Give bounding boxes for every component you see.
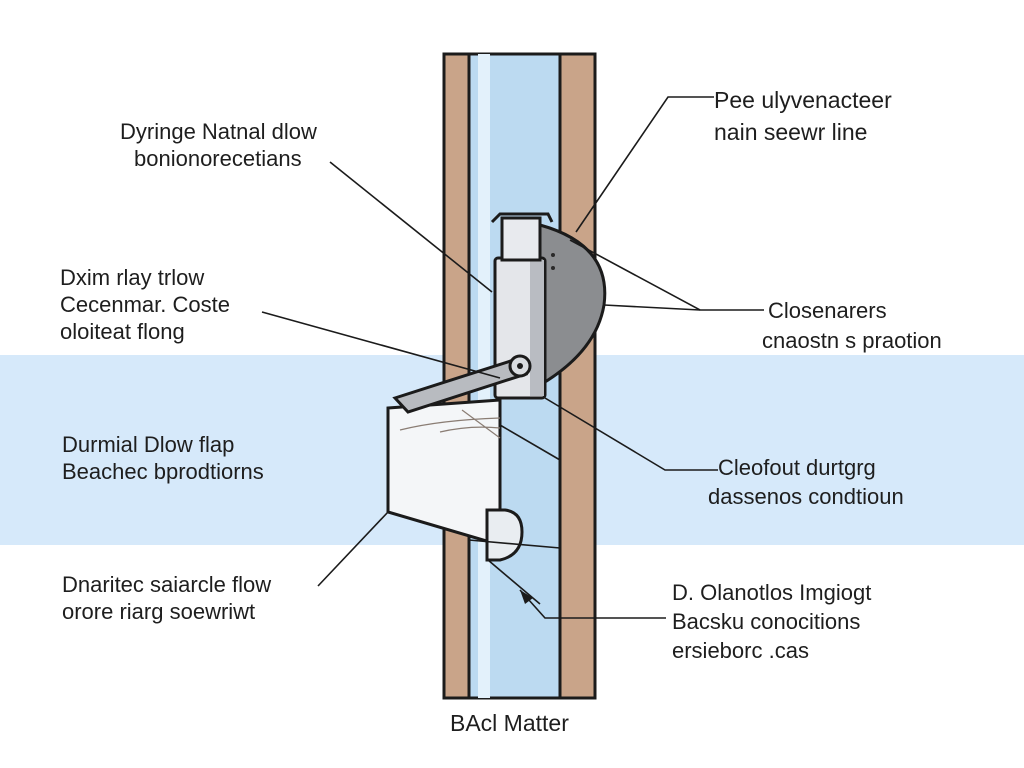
label-line: Bacsku conocitions xyxy=(672,609,861,634)
leader-mid-right-2 xyxy=(603,304,701,311)
label-bottom-left: Dnaritec saiarcle flow orore riarg soewr… xyxy=(62,571,271,625)
leader-flow-lower xyxy=(487,559,541,605)
housing-scratch-2 xyxy=(439,426,501,433)
valve-body-shade xyxy=(530,260,544,396)
leader-top-left xyxy=(329,161,493,293)
label-line: Dxim rlay trlow xyxy=(60,265,205,290)
label-line: orore riarg soewriwt xyxy=(62,599,256,624)
arrowhead xyxy=(520,590,533,604)
label-bottom-right: D. Olanotlos Imgiogt Bacsku conocitions … xyxy=(672,578,871,665)
valve-cap xyxy=(490,212,554,224)
label-line: Dyringe Natnal dlow xyxy=(120,119,317,144)
flap-rivet xyxy=(551,253,555,257)
label-mid-right: Closenarers cnaostn s praotion xyxy=(762,296,942,356)
diagram-caption: BAcl Matter xyxy=(450,710,569,736)
pipe-right-wall xyxy=(558,52,597,700)
lever-pivot-pin xyxy=(517,363,523,369)
valve-lower-cap xyxy=(485,508,524,562)
label-line: dassenos condtioun xyxy=(708,484,904,509)
leader-flow-left xyxy=(468,539,561,549)
label-top-left: Dyringe Natnal dlow bonionorecetians xyxy=(120,118,317,172)
label-line: cnaostn s praotion xyxy=(762,328,942,353)
label-line: Closenarers xyxy=(768,298,887,323)
valve-collar xyxy=(500,216,542,262)
flap-rivet xyxy=(551,266,555,270)
label-line: Durmial Dlow flap xyxy=(62,432,235,457)
label-line: Beachec bprodtiorns xyxy=(62,459,264,484)
housing-scratch-1 xyxy=(399,417,501,431)
label-line: Cecenmar. Coste xyxy=(60,292,230,317)
leader-bottom-left xyxy=(317,511,389,587)
label-top-right: Pee ulyvenacteer nain seewr line xyxy=(714,84,892,148)
label-line: nain seewr line xyxy=(714,119,868,145)
label-mid-left: Dxim rlay trlow Cecenmar. Coste oloiteat… xyxy=(60,264,230,345)
label-band-right: Cleofout durtgrg dassenos condtioun xyxy=(708,453,904,511)
label-band-left: Durmial Dlow flap Beachec bprodtiorns xyxy=(62,431,264,485)
label-line: bonionorecetians xyxy=(134,146,302,171)
label-line: Cleofout durtgrg xyxy=(718,455,876,480)
leader-mid-left xyxy=(261,311,501,379)
housing-scratch-3 xyxy=(461,409,501,439)
label-line: D. Olanotlos Imgiogt xyxy=(672,580,872,605)
label-line: oloiteat flong xyxy=(60,319,185,344)
label-line: Pee ulyvenacteer xyxy=(714,87,892,113)
label-line: ersieborc .cas xyxy=(672,638,809,663)
leader-band-right xyxy=(544,397,718,471)
leader-top-right xyxy=(575,96,714,233)
leader-flow-upper xyxy=(499,424,561,461)
label-line: Dnaritec saiarcle flow xyxy=(62,572,272,597)
